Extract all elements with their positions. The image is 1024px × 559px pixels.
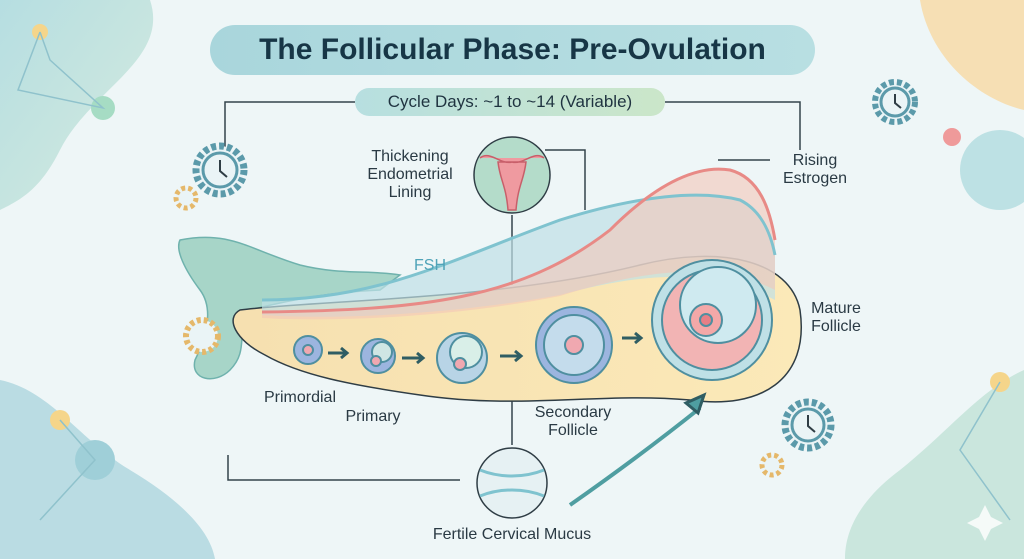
label-line: Thickening [371,148,449,165]
fsh-curve [261,193,777,302]
estrogen-curve [261,167,777,314]
label-line: Follicle [548,422,598,439]
estrogen-label: Rising Estrogen [770,152,860,188]
label-line: Secondary [534,404,612,421]
follicles [293,259,773,384]
primary-label: Primary [345,408,401,425]
clock-gear-icons [173,79,918,478]
label-line: Estrogen [782,170,848,187]
secondary-label: Secondary Follicle [523,404,623,440]
fsh-label: FSH [414,257,446,274]
label-line: Rising [792,152,838,169]
label-line: Follicle [811,318,861,335]
primordial-label: Primordial [263,389,336,406]
title-banner: The Follicular Phase: Pre-Ovulation [210,25,815,75]
mucus-label: Fertile Cervical Mucus [432,526,592,543]
label-line: Mature [811,300,861,317]
endometrial-label: Thickening Endometrial Lining [360,148,460,202]
cycle-days-label: Cycle Days: ~1 to ~14 (Variable) [387,92,633,111]
cervix-icon [476,447,548,519]
page-title: The Follicular Phase: Pre-Ovulation [259,33,766,66]
uterus-icon [473,136,551,214]
progression-arrows [328,331,707,507]
label-line: Endometrial [367,166,453,183]
mature-label: Mature Follicle [796,300,876,336]
label-line: Lining [388,184,432,201]
subtitle-banner: Cycle Days: ~1 to ~14 (Variable) [355,88,665,116]
estrogen-area [262,169,775,320]
